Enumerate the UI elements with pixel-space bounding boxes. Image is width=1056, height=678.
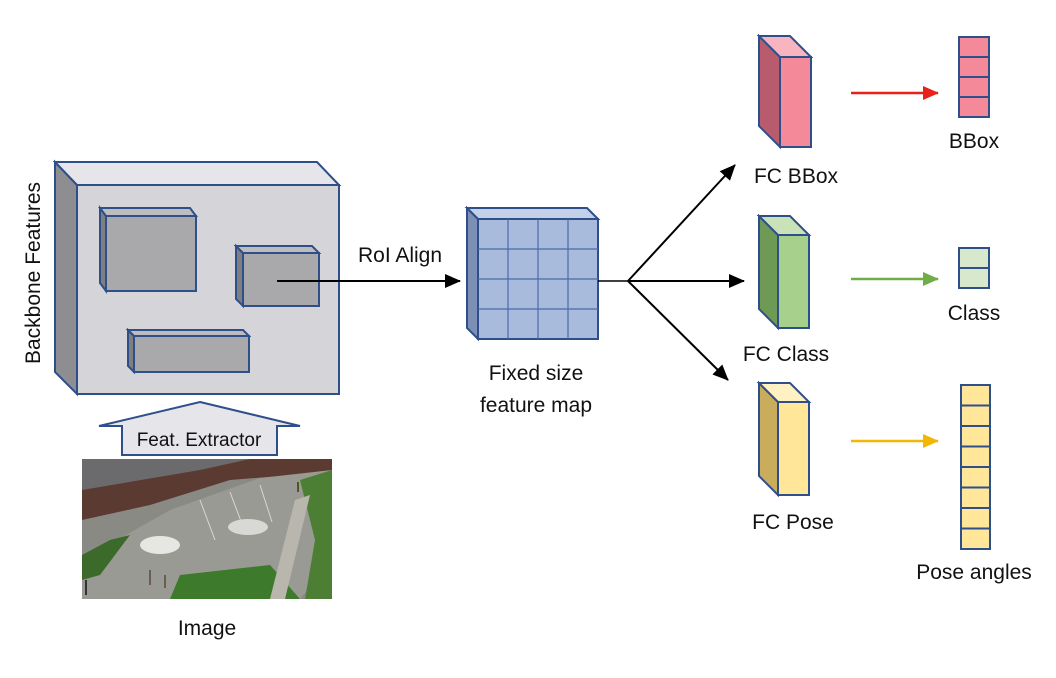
branch-arrow-bbox: [627, 164, 736, 282]
backbone-features-block: [52, 159, 342, 397]
fc-class-block: [756, 213, 812, 331]
feat-extractor-label: Feat. Extractor: [137, 430, 262, 451]
pose-output-label: Pose angles: [916, 561, 1032, 584]
fc-bbox-block: [756, 33, 814, 150]
fc-class-label: FC Class: [743, 343, 829, 366]
roi-box-2: [233, 243, 322, 309]
fc-bbox-label: FC BBox: [754, 165, 839, 188]
image-label: Image: [178, 617, 236, 640]
class-output-vector: [958, 247, 990, 289]
fixed-size-feature-map: [464, 205, 601, 342]
bbox-output-label: BBox: [949, 130, 1000, 153]
roi-box-1: [98, 205, 198, 294]
feat-extractor-arrow: Feat. Extractor: [98, 400, 301, 456]
pose-output-vector: [960, 384, 991, 550]
fc-pose-label: FC Pose: [752, 511, 834, 534]
class-output-label: Class: [948, 302, 1001, 325]
input-image: [82, 459, 332, 599]
fixed-size-label-line2: feature map: [480, 394, 592, 417]
fixed-size-label-line1: Fixed size: [489, 362, 584, 385]
backbone-top-face: [52, 161, 342, 186]
roi-align-label: RoI Align: [358, 244, 442, 267]
backbone-features-label: Backbone Features: [22, 182, 45, 364]
bbox-output-vector: [958, 36, 990, 118]
branch-arrow-pose: [627, 280, 729, 381]
backbone-side-face: [54, 159, 78, 397]
fc-pose-block: [756, 380, 812, 498]
roi-box-3: [125, 327, 252, 375]
